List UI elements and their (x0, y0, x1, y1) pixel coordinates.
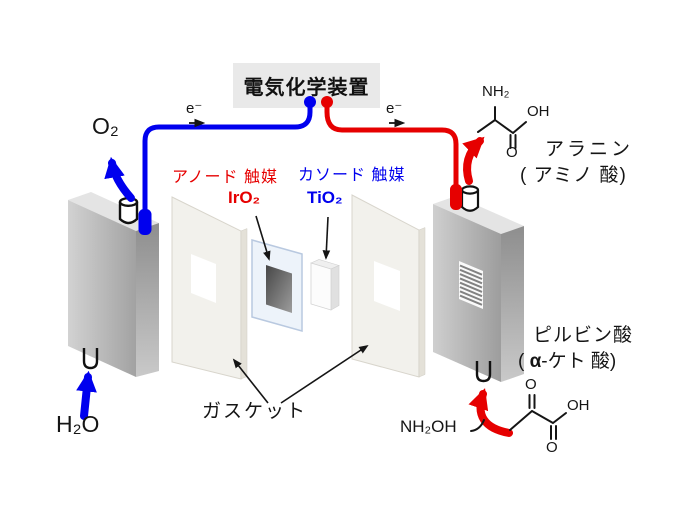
pyruvate-oh-label: OH (567, 397, 590, 414)
red-terminal (450, 184, 462, 210)
blue-terminal-dot (304, 96, 316, 108)
gasket-pointer-left (232, 358, 269, 404)
right-cell-bottom-port (475, 361, 492, 383)
red-terminal-dot (321, 96, 333, 108)
alanine-oh-label: OH (527, 103, 550, 120)
blue-wire (142, 96, 316, 219)
right-cell-top-port (460, 185, 480, 212)
pyruvate-structure-bonds (470, 394, 567, 440)
anode-catalyst-label: アノード 触媒 (172, 169, 279, 186)
pyruvic-acid-subtitle: ( α-ケト 酸) (518, 351, 617, 373)
nh2oh-label: NH₂OH (400, 417, 457, 436)
tio2-label: TiO₂ (307, 188, 343, 207)
iro2-catalyst (266, 265, 292, 313)
alanine-structure-bonds (477, 106, 527, 149)
tio2-catalyst-block (310, 259, 340, 311)
electron-label-left: e⁻ (186, 100, 203, 117)
cathode-catalyst-label: カソード 触媒 (298, 167, 406, 184)
o2-label: O₂ (92, 113, 119, 139)
alanine-o-label: O (506, 144, 518, 161)
pyruvate-input-arrow (468, 388, 513, 437)
tio2-pointer-arrow (322, 216, 331, 260)
left-cell-bottom-port (82, 348, 99, 370)
iro2-label: IrO₂ (228, 188, 261, 207)
left-gasket (171, 196, 248, 380)
pyruvate-o-bottom-label: O (546, 439, 558, 456)
flow-field-window (459, 261, 483, 309)
gasket-label: ガスケット (202, 401, 308, 422)
alanine-subtitle: ( アミノ 酸) (520, 165, 627, 186)
alanine-output-arrow (462, 136, 485, 185)
gasket-pointer-right (280, 344, 369, 404)
red-wire (321, 96, 459, 188)
h2o-input-arrow (76, 370, 97, 420)
iro2-pointer-arrow (255, 215, 271, 261)
left-cell-endplate (68, 192, 159, 377)
alanine-name: アラニン (545, 139, 634, 160)
membrane-plate (251, 239, 303, 332)
alpha-symbol: α (529, 351, 542, 372)
pyruvic-subtitle-rest: -ケト 酸) (541, 351, 617, 372)
right-cell-endplate (433, 196, 524, 382)
blue-terminal (138, 209, 152, 235)
pyruvic-acid-name: ピルビン酸 (533, 325, 634, 346)
right-gasket (351, 194, 426, 378)
o2-output-arrow (104, 156, 135, 202)
alanine-nh2-label: NH₂ (482, 83, 510, 100)
h2o-label: H₂O (56, 411, 100, 437)
pyruvate-o-top-label: O (525, 376, 537, 393)
electron-label-right: e⁻ (386, 100, 403, 117)
left-cell-top-port (118, 196, 139, 225)
device-title: 電気化学装置 (243, 77, 370, 99)
pyruvic-subtitle-open: ( (518, 351, 530, 372)
